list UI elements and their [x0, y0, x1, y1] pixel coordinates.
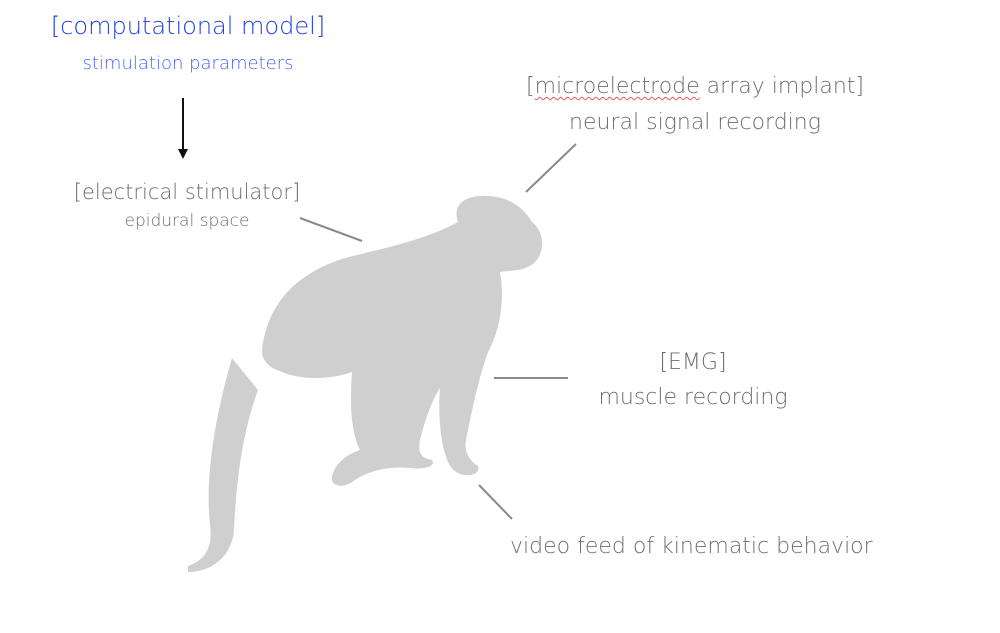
video-feed-label: video feed of kinematic behavior: [510, 534, 873, 559]
microelectrode-title-rest: array implant]: [699, 74, 864, 99]
stimulator-title: [electrical stimulator]: [73, 180, 301, 204]
leader-stimulator: [299, 217, 363, 242]
leader-video: [478, 484, 513, 520]
computational-model-title: [computational model]: [50, 12, 326, 40]
emg-title: [EMG]: [659, 350, 727, 375]
stimulator-subtitle: epidural space: [124, 211, 250, 231]
monkey-body: [262, 195, 543, 486]
monkey-tail: [188, 358, 258, 572]
microelectrode-subtitle: neural signal recording: [569, 110, 821, 135]
emg-subtitle: muscle recording: [598, 385, 788, 410]
leader-microelectrode: [525, 143, 577, 193]
monkey-silhouette: [188, 195, 543, 572]
microelectrode-word: microelectrode: [534, 74, 700, 99]
computational-model-subtitle: stimulation parameters: [82, 53, 294, 74]
microelectrode-title: [microelectrode array implant]: [526, 74, 864, 99]
